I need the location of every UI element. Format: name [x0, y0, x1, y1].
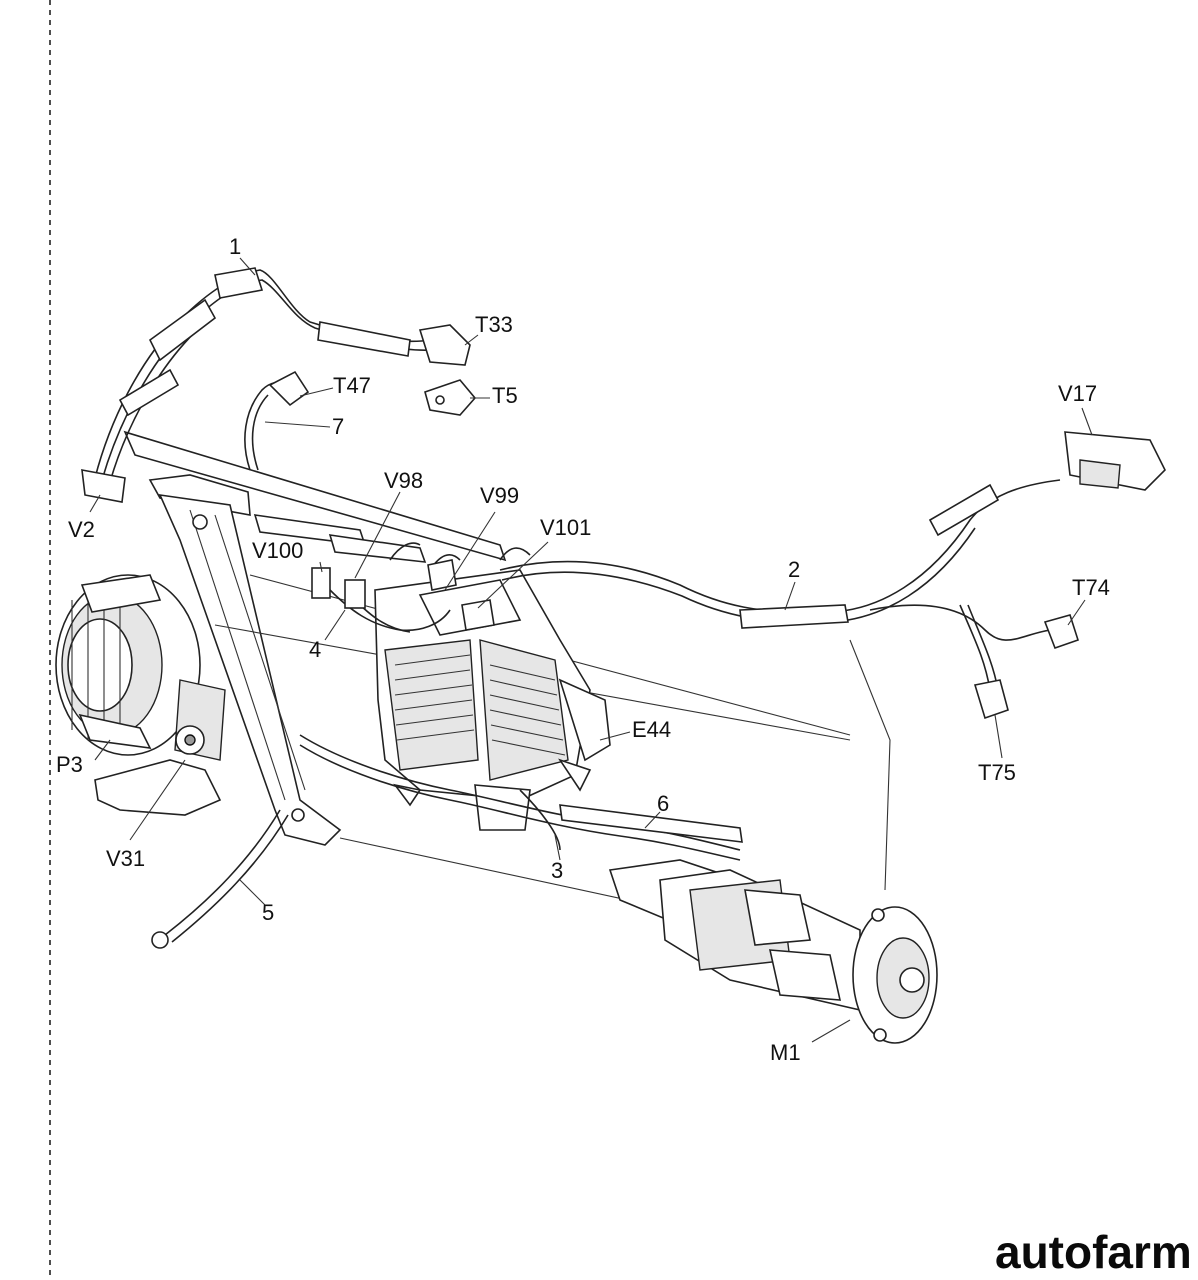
- label-e44: E44: [632, 717, 671, 742]
- label-3: 3: [551, 858, 563, 883]
- alternator: [55, 574, 226, 816]
- harness-cables: [94, 267, 1061, 943]
- connector-t74: [1043, 614, 1079, 650]
- label-6: 6: [657, 791, 669, 816]
- label-v31: V31: [106, 846, 145, 871]
- label-v2: V2: [68, 517, 95, 542]
- connector-v98: [344, 579, 366, 609]
- connector-v2: [81, 469, 126, 503]
- label-v100: V100: [252, 538, 303, 563]
- label-1: 1: [229, 234, 241, 259]
- label-t74: T74: [1072, 575, 1110, 600]
- label-v98: V98: [384, 468, 423, 493]
- ring-terminal: [151, 931, 169, 949]
- connector-v101: [461, 599, 495, 631]
- connector-v100: [311, 567, 331, 599]
- label-7: 7: [332, 414, 344, 439]
- label-5: 5: [262, 900, 274, 925]
- connector-t75: [973, 679, 1009, 720]
- label-m1: M1: [770, 1040, 801, 1065]
- leader-lines: [89, 257, 1093, 1043]
- control-unit-block: [374, 569, 611, 831]
- label-t47: T47: [333, 373, 371, 398]
- watermark: autofarm: [995, 1226, 1192, 1278]
- label-v99: V99: [480, 483, 519, 508]
- label-4: 4: [309, 637, 321, 662]
- starter-motor: [608, 859, 938, 1044]
- connector-t5: [424, 379, 477, 416]
- part-labels: 1 T33 T47 T5 7 V17 V98 V99 V2 V101 V100 …: [56, 234, 1110, 1065]
- label-t75: T75: [978, 760, 1016, 785]
- label-v17: V17: [1058, 381, 1097, 406]
- connector-v99: [427, 559, 457, 591]
- connector-t33: [418, 324, 471, 366]
- connectors: [81, 324, 1166, 949]
- label-t33: T33: [475, 312, 513, 337]
- label-p3: P3: [56, 752, 83, 777]
- label-t5: T5: [492, 383, 518, 408]
- label-2: 2: [788, 557, 800, 582]
- mounting-bracket: [123, 430, 507, 846]
- label-v101: V101: [540, 515, 591, 540]
- connector-t47: [268, 370, 310, 407]
